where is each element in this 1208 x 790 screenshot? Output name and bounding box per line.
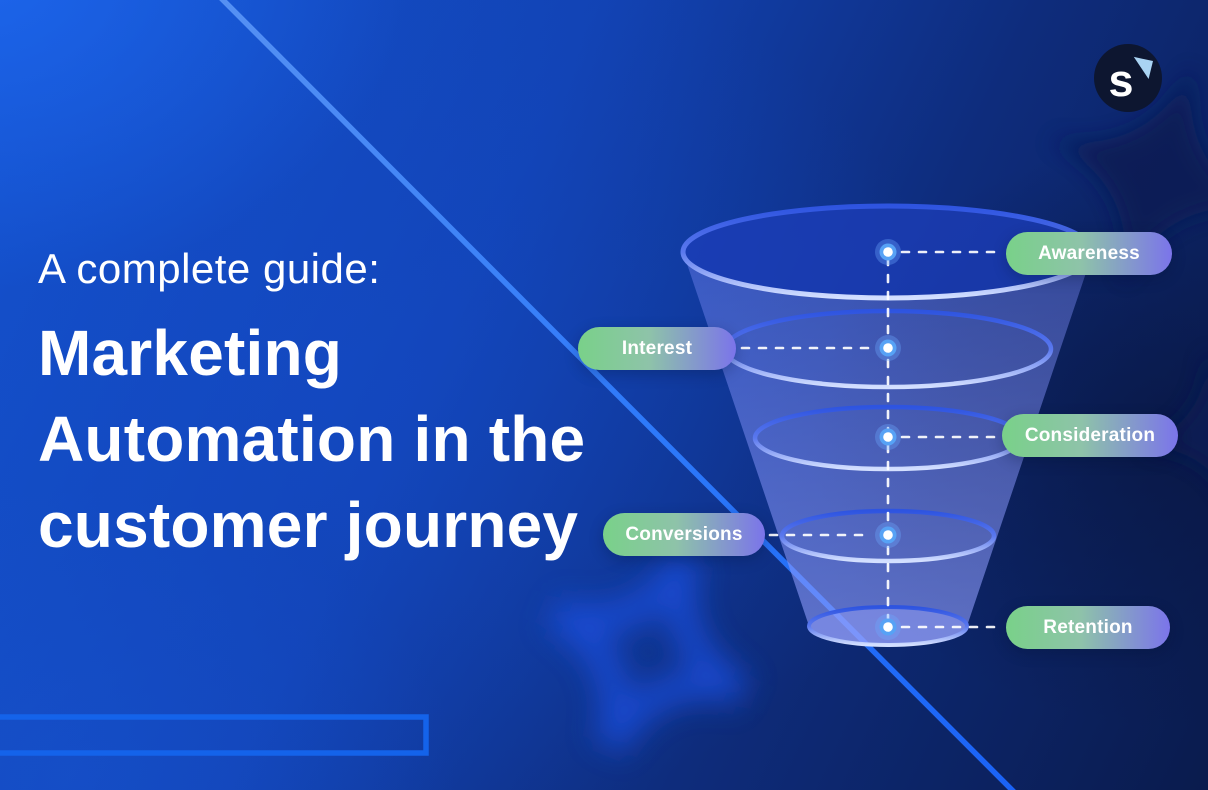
- funnel-stage-pill-interest: Interest: [578, 327, 736, 370]
- headline-title-line-3: customer journey: [38, 489, 579, 562]
- stage-label: Conversions: [625, 523, 743, 545]
- stage-dot-consideration: [875, 424, 901, 450]
- funnel-stage-pill-awareness: Awareness: [1006, 232, 1172, 275]
- headline: A complete guide: Marketing Automation i…: [38, 244, 585, 568]
- stage-label: Awareness: [1038, 242, 1140, 264]
- diagonal-accent-line: [219, 0, 1016, 790]
- headline-title-line-2: Automation in the: [38, 403, 586, 476]
- stage-label: Retention: [1043, 616, 1133, 638]
- headline-title-line-1: Marketing: [38, 317, 343, 390]
- stage-dot-interest: [875, 335, 901, 361]
- funnel-stage-pill-consideration: Consideration: [1002, 414, 1178, 457]
- sparkle-decoration-top-right: [1048, 65, 1208, 285]
- funnel-stage-pill-conversions: Conversions: [603, 513, 765, 556]
- brand-logo: s: [1094, 44, 1162, 112]
- funnel-ring-4: [779, 508, 997, 564]
- stage-label: Interest: [621, 337, 693, 359]
- brand-logo-spark-icon: [1133, 56, 1153, 79]
- headline-subtitle: A complete guide:: [38, 245, 381, 292]
- stage-dot-retention: [875, 614, 901, 640]
- outline-rectangle-decoration: [0, 714, 429, 756]
- dashed-guides: [740, 250, 1002, 629]
- funnel-stage-pill-retention: Retention: [1006, 606, 1170, 649]
- stage-dot-conversions: [875, 522, 901, 548]
- funnel-stage-dots: [875, 239, 901, 640]
- brand-logo-letter: s: [1108, 54, 1134, 106]
- sparkle-decoration-bottom-left: [547, 551, 749, 753]
- stage-dot-awareness: [875, 239, 901, 265]
- stage-label: Consideration: [1024, 424, 1156, 446]
